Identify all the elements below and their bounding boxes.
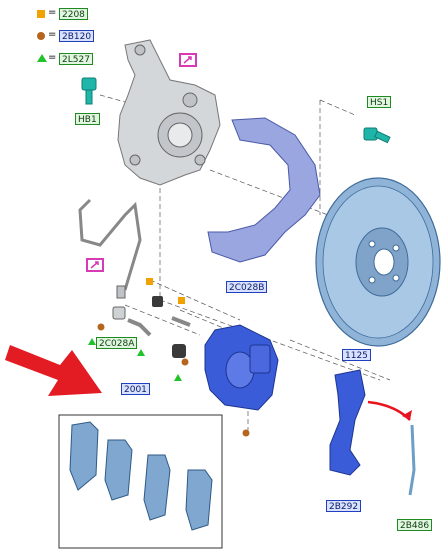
brake-pads <box>69 421 213 531</box>
part-label-2c028a: 2C028A <box>96 337 138 349</box>
marker-square <box>178 297 185 304</box>
brake-disc <box>315 177 441 347</box>
anti-rattle-clip <box>408 424 416 496</box>
marker-triangle <box>137 349 145 356</box>
brake-caliper <box>204 324 279 411</box>
red-arrow-to-clip <box>367 400 411 421</box>
part-label-2b292: 2B292 <box>326 500 362 512</box>
legend-label-2208: 2208 <box>59 8 88 20</box>
marker-circle <box>97 323 105 331</box>
brown-circle-icon <box>37 32 45 40</box>
hand-pointer-icon <box>86 258 104 272</box>
marker-triangle <box>88 338 96 345</box>
caliper-bracket <box>329 369 366 476</box>
hand-pointer-icon <box>179 53 197 67</box>
steering-knuckle <box>117 39 221 186</box>
brake-hose <box>78 198 142 299</box>
part-label-1125: 1125 <box>342 349 371 361</box>
bolt-hb1 <box>81 77 97 105</box>
part-label-hb1: HB1 <box>75 113 100 125</box>
green-triangle-icon <box>37 54 47 62</box>
legend-label-2b120: 2B120 <box>59 30 95 42</box>
legend-label-2l527: 2L527 <box>59 53 93 65</box>
splash-shield <box>207 117 321 263</box>
marker-circle <box>242 429 250 437</box>
part-label-2001: 2001 <box>121 383 150 395</box>
bolt-hs1 <box>363 127 391 144</box>
marker-square <box>146 278 153 285</box>
marker-circle <box>181 358 189 366</box>
big-red-arrow <box>5 345 102 396</box>
marker-triangle <box>174 374 182 381</box>
part-label-hs1: HS1 <box>367 96 392 108</box>
part-label-2c028b: 2C028B <box>226 281 268 293</box>
pad-set-box <box>58 414 223 549</box>
part-label-2b486: 2B486 <box>397 519 433 531</box>
guide-pin-set <box>112 296 191 358</box>
orange-square-icon <box>37 10 45 18</box>
